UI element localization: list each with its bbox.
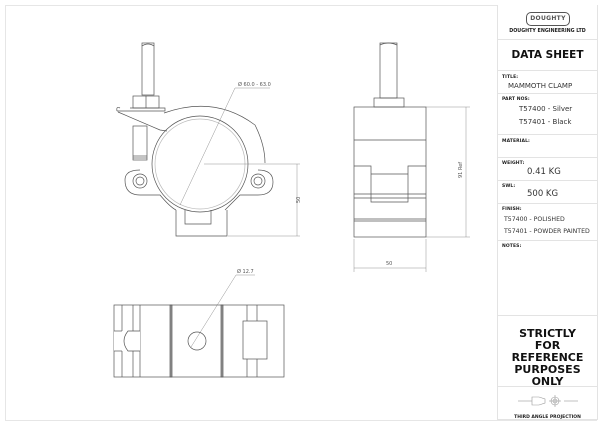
part-numbers-cell: PART NOS: T57400 - Silver T57401 - Black <box>498 94 597 135</box>
hole-dimension: Ø 12.7 <box>237 268 254 275</box>
diameter-dimension: Ø 60.0 - 63.0 <box>238 81 271 88</box>
title-block: DOUGHTY DOUGHTY ENGINEERING LTD DATA SHE… <box>497 5 598 420</box>
notes-cell: NOTES: <box>498 241 597 316</box>
side-view <box>353 42 470 272</box>
finish-cell: FINISH: T57400 - POLISHED T57401 - POWDE… <box>498 204 597 241</box>
weight-value: 0.41 KG <box>527 167 561 177</box>
title-value: MAMMOTH CLAMP <box>508 82 573 90</box>
material-cell: MATERIAL: <box>498 135 597 158</box>
material-label: MATERIAL: <box>502 139 530 144</box>
title-label: TITLE: <box>502 75 519 80</box>
heading-cell: DATA SHEET <box>498 40 597 71</box>
finish-label: FINISH: <box>502 207 522 212</box>
logo-text: DOUGHTY <box>530 15 566 22</box>
projection-cell: THIRD ANGLE PROJECTION <box>498 387 597 420</box>
finish-1: T57400 - POLISHED <box>504 216 565 223</box>
reference-notice: STRICTLY FOR REFERENCE PURPOSES ONLY <box>511 327 584 388</box>
front-view <box>116 42 300 237</box>
swl-value: 500 KG <box>527 189 559 199</box>
notice-cell: STRICTLY FOR REFERENCE PURPOSES ONLY <box>498 316 597 388</box>
notes-label: NOTES: <box>502 244 522 249</box>
company-name: DOUGHTY ENGINEERING LTD <box>509 29 586 34</box>
swl-label: SWL: <box>502 184 516 189</box>
weight-label: WEIGHT: <box>502 161 525 166</box>
side-height-dimension: 91 Ref <box>458 162 464 178</box>
third-angle-projection-icon <box>518 395 578 407</box>
finish-2: T57401 - POWDER PAINTED <box>504 228 590 235</box>
part-nos-label: PART NOS: <box>502 97 530 102</box>
logo-cell: DOUGHTY DOUGHTY ENGINEERING LTD <box>498 5 597 40</box>
projection-label: THIRD ANGLE PROJECTION <box>514 415 581 420</box>
weight-cell: WEIGHT: 0.41 KG <box>498 158 597 181</box>
drawing-sheet-border <box>5 5 597 421</box>
side-width-dimension: 50 <box>386 261 392 267</box>
front-height-dimension: 50 <box>296 197 302 203</box>
document-heading: DATA SHEET <box>511 49 584 61</box>
part-number-2: T57401 - Black <box>519 118 572 126</box>
part-number-1: T57400 - Silver <box>519 105 573 113</box>
swl-cell: SWL: 500 KG <box>498 181 597 204</box>
top-view <box>113 274 285 378</box>
company-logo: DOUGHTY <box>526 12 570 26</box>
title-cell: TITLE: MAMMOTH CLAMP <box>498 71 597 94</box>
